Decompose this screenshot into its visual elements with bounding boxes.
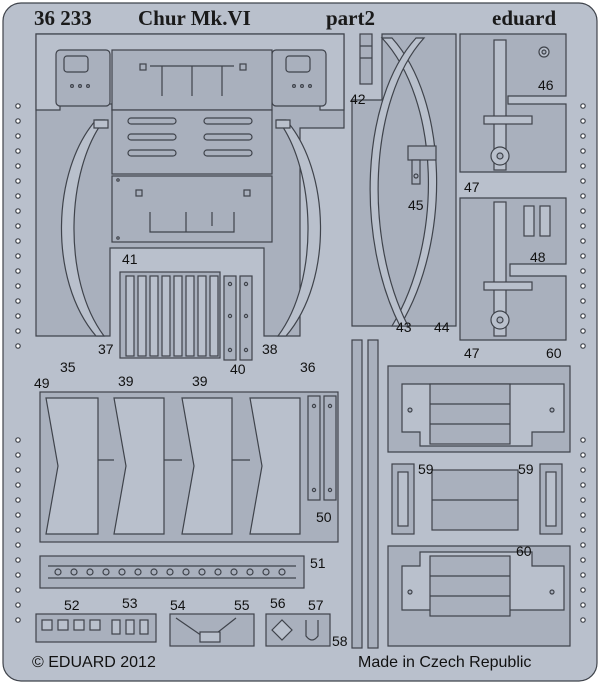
- center-strip-59: [431, 469, 519, 531]
- part-number-41: 41: [122, 251, 138, 267]
- part-number-60b: 60: [516, 543, 532, 559]
- side-holes-right: [580, 103, 586, 623]
- part-number-39b: 39: [192, 373, 208, 389]
- parts-52-53: [35, 613, 157, 643]
- part-number-39a: 39: [118, 373, 134, 389]
- part-number-45: 45: [408, 197, 424, 213]
- panel-49: [39, 391, 339, 543]
- hull-lower: [387, 545, 571, 647]
- chain-51: [39, 555, 305, 589]
- part-number-48: 48: [530, 249, 546, 265]
- brand-name: eduard: [492, 6, 557, 30]
- panel-46-47: [459, 33, 567, 173]
- part-number-37: 37: [98, 341, 114, 357]
- part-59-left: [391, 463, 415, 535]
- part-number-44: 44: [434, 319, 450, 335]
- part-number-58: 58: [332, 633, 348, 649]
- rail-left: [60, 119, 109, 337]
- part-number-53: 53: [122, 595, 138, 611]
- part-number-55: 55: [234, 597, 250, 613]
- part-number-54: 54: [170, 597, 186, 613]
- part-number-59b: 59: [518, 461, 534, 477]
- strip-42: [359, 33, 373, 85]
- panel-48-47: [459, 197, 567, 341]
- part-number-40: 40: [230, 361, 246, 377]
- part-number-59a: 59: [418, 461, 434, 477]
- grille-39: [119, 271, 221, 359]
- bar-40: [223, 275, 253, 361]
- kit-title: Chur Mk.VI: [138, 6, 251, 30]
- part-59-right: [539, 463, 563, 535]
- part-label: part2: [326, 6, 375, 30]
- instrument-panel-detail: [35, 33, 345, 243]
- part-number-46: 46: [538, 77, 554, 93]
- part-number-47b: 47: [464, 345, 480, 361]
- part-number-57: 57: [308, 597, 324, 613]
- part-number-38: 38: [262, 341, 278, 357]
- part-number-43: 43: [396, 319, 412, 335]
- part-50: [307, 395, 337, 501]
- part-number-36: 36: [300, 359, 316, 375]
- panel-43-44: [351, 33, 457, 327]
- parts-54-55: [169, 613, 255, 647]
- hull-upper: [387, 365, 571, 453]
- strip-58: [351, 339, 379, 649]
- part-number-50: 50: [316, 509, 332, 525]
- rail-right: [275, 119, 322, 337]
- copyright-text: © EDUARD 2012: [32, 654, 156, 671]
- part-number-52: 52: [64, 597, 80, 613]
- part-number-42: 42: [350, 91, 366, 107]
- part-number-35: 35: [60, 359, 76, 375]
- part-number-47a: 47: [464, 179, 480, 195]
- part-number-56: 56: [270, 595, 286, 611]
- part-number-49: 49: [34, 375, 50, 391]
- side-holes-left: [15, 103, 21, 623]
- part-45: [407, 145, 437, 185]
- set-number: 36 233: [34, 6, 92, 30]
- parts-56-57: [265, 613, 331, 647]
- part-number-60a: 60: [546, 345, 562, 361]
- part-number-51: 51: [310, 555, 326, 571]
- origin-text: Made in Czech Republic: [358, 654, 532, 671]
